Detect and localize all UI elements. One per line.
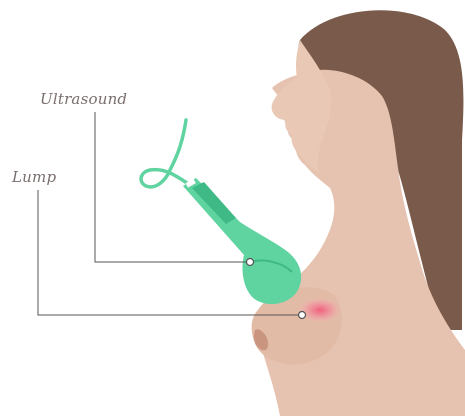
ultrasound-label: Ultrasound xyxy=(40,90,127,108)
lump-leader-dot xyxy=(299,312,306,319)
probe-cable xyxy=(141,120,190,187)
lump-label: Lump xyxy=(12,168,56,186)
lump-marker xyxy=(298,297,342,323)
ultrasound-leader-line xyxy=(95,112,248,262)
ultrasound-leader-dot xyxy=(247,259,254,266)
